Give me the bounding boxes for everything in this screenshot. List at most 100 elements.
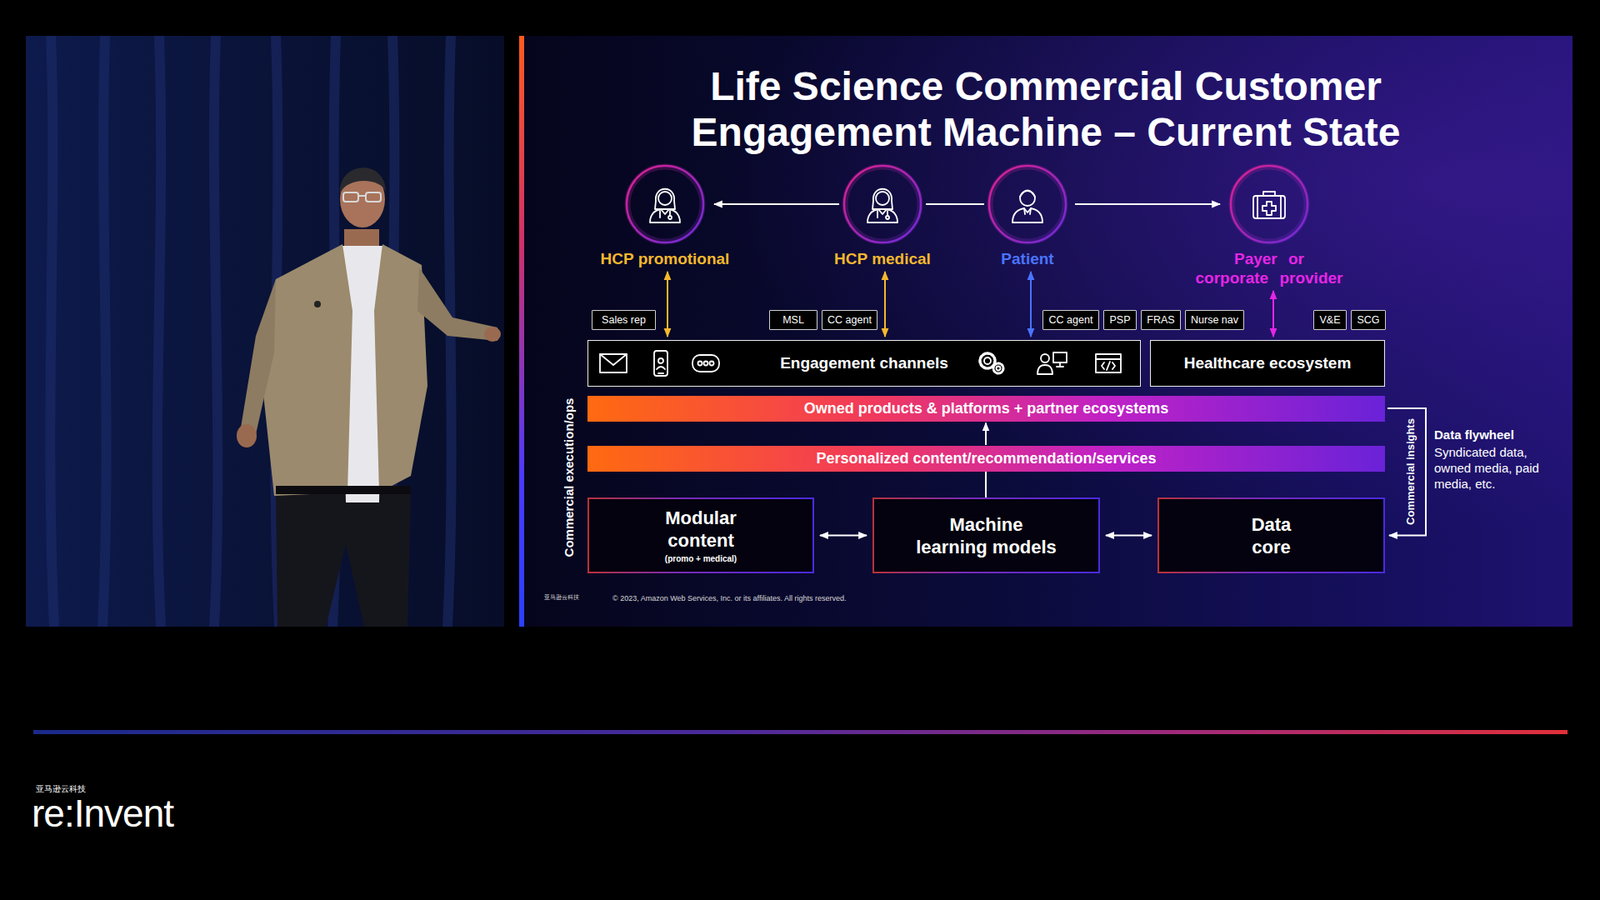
code-window-icon [1101, 361, 1115, 370]
circle-glow [990, 166, 1065, 242]
channel-box-fill [587, 340, 1141, 387]
gears-icon [980, 353, 1004, 374]
connector-arrow [884, 271, 886, 337]
medical-kit-icon [1253, 195, 1285, 219]
connector-arrow [1387, 408, 1426, 536]
edge-label-holder: Commercial insights [1404, 418, 1417, 525]
email-icon [600, 354, 627, 373]
speaker-figure [240, 279, 276, 435]
speaker-figure [343, 192, 381, 202]
speaker-video [25, 35, 505, 627]
role-tag: SCG [1350, 310, 1386, 330]
audience-circle: HCP promotional [599, 163, 732, 269]
agent-screen-icon [1037, 352, 1067, 375]
speaker-figure [343, 192, 359, 202]
node-label: Payer or corporate provider [1194, 249, 1345, 288]
role-tag: CC agent [1042, 310, 1100, 330]
node-label: Modular content [646, 506, 755, 552]
gears-icon [993, 363, 1004, 374]
code-window-icon [1095, 354, 1121, 373]
title-area: Life Science Commercial Customer Engagem… [670, 63, 1421, 155]
patient-icon [1024, 208, 1031, 215]
doctor-icon [867, 209, 898, 223]
patient-icon [1020, 190, 1035, 206]
mobile-icon [654, 350, 668, 376]
speaker-figure [236, 167, 501, 627]
logo-text: 亚马逊云科技 [35, 783, 86, 795]
node-label: HCP promotional [600, 249, 730, 269]
audience-circle: Patient [986, 163, 1069, 269]
speaker-figure [262, 244, 353, 496]
audience-circle: HCP medical [832, 163, 933, 269]
gradient-band: Owned products & platforms + partner eco… [587, 395, 1385, 422]
channel-box: Engagement channels [587, 340, 1141, 387]
connector-arrow [985, 471, 987, 498]
note-text-holder: Syndicated data, owned media, paid media… [1434, 444, 1551, 492]
circle-glow [845, 166, 920, 242]
node-label: PSP [1109, 314, 1130, 326]
curtain-folds [214, 35, 218, 627]
doctor-icon [875, 191, 890, 205]
role-tag: Sales rep [591, 310, 656, 330]
doctor-icon [885, 215, 890, 220]
agent-screen-icon [1056, 362, 1064, 367]
doctor-icon [650, 209, 680, 223]
role-tag: V&E [1313, 310, 1347, 330]
speaker-figure [275, 490, 411, 627]
doctor-icon [668, 215, 672, 220]
chat-icon [704, 361, 709, 366]
speaker-figure [417, 267, 498, 341]
role-tag: Nurse nav [1185, 310, 1245, 330]
connector-arrow [666, 271, 669, 337]
chat-icon [698, 361, 703, 366]
node-label: Owned products & platforms + partner eco… [804, 400, 1170, 418]
node-label: Patient [1000, 249, 1054, 269]
role-tag: CC agent [821, 310, 878, 330]
doctor-icon [867, 189, 898, 223]
node-label: Nurse nav [1190, 314, 1239, 326]
patient-icon [1020, 190, 1035, 198]
circle-outline [626, 165, 704, 243]
speaker-figure [358, 195, 366, 197]
agent-screen-icon [1040, 354, 1050, 363]
gears-icon [984, 357, 991, 365]
node-label: CC agent [827, 314, 872, 326]
note-heading: Data flywheel [1434, 427, 1515, 442]
speaker-figure [275, 485, 411, 495]
node-label: Machine learning models [913, 513, 1060, 559]
doctor-icon [650, 189, 680, 223]
doctor-icon [658, 191, 672, 205]
node-label: Personalized content/recommendation/serv… [815, 450, 1156, 468]
connector-arrow [714, 203, 840, 205]
curtain-folds [157, 35, 161, 627]
circle-outline [844, 165, 921, 243]
gears-icon [996, 366, 1001, 371]
email-icon [600, 354, 627, 373]
copyright-note-holder: © 2023, Amazon Web Services, Inc. or its… [612, 594, 846, 603]
medical-kit-icon [1253, 191, 1285, 219]
circle-outline [624, 163, 706, 245]
connector-arrow [985, 423, 987, 446]
curtain-folds [50, 35, 55, 627]
connector-arrow [925, 203, 985, 205]
core-box: Data core [1157, 497, 1385, 574]
mobile-icon [654, 350, 668, 376]
curtain-folds [50, 35, 451, 627]
chat-icon [692, 355, 720, 372]
node-label: Sales rep [601, 314, 646, 326]
speaker-figure [340, 167, 386, 195]
audience-circle: Payer or corporate provider [1192, 163, 1347, 288]
doctor-icon [655, 189, 675, 210]
slide-title: Life Science Commercial Customer Engagem… [670, 63, 1421, 155]
chat-icon [692, 355, 720, 372]
speaker-figure [365, 192, 381, 202]
copyright-note: © 2023, Amazon Web Services, Inc. or its… [612, 594, 846, 603]
node-label: SCG [1356, 314, 1380, 326]
node-label: V&E [1319, 314, 1340, 326]
chat-icon [710, 361, 715, 366]
connector-arrow [1272, 290, 1275, 337]
note-text: Syndicated data, owned media, paid media… [1434, 444, 1551, 492]
logo-text-holder: 亚马逊云科技 [544, 593, 580, 602]
node-label: Engagement channels [780, 354, 949, 373]
event-logo: re:Invent [31, 794, 174, 833]
